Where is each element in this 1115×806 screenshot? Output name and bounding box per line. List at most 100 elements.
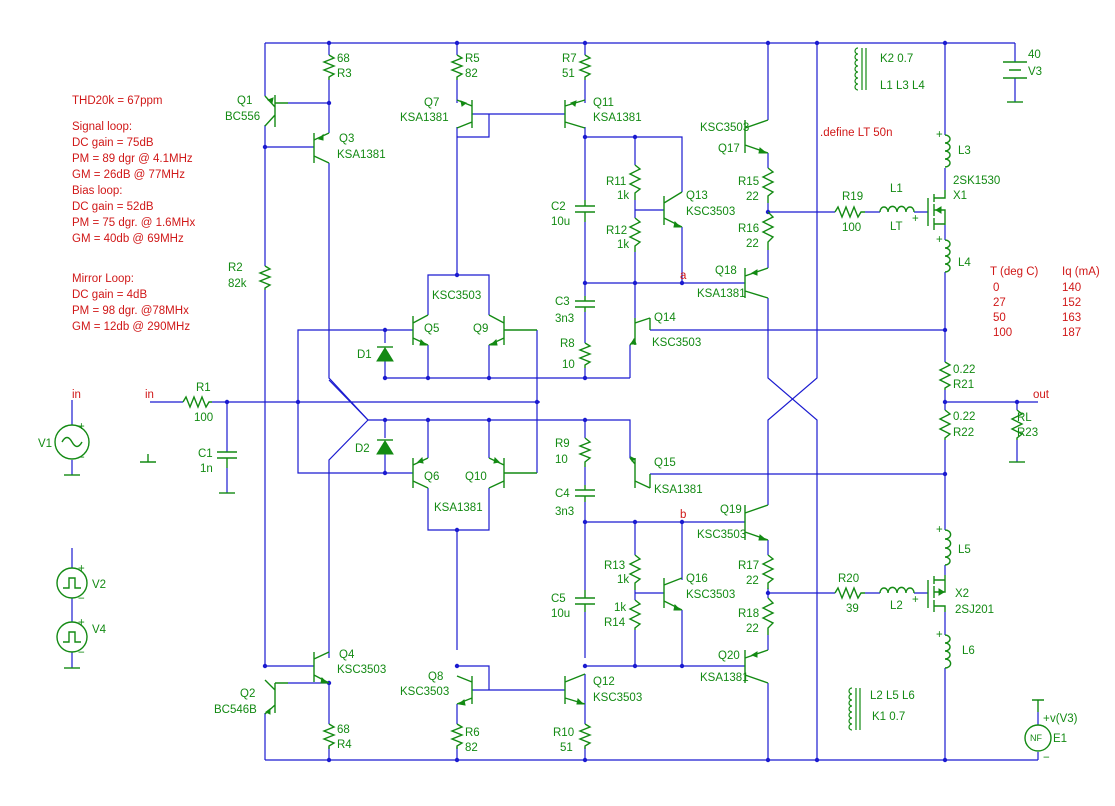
label-R8v: 10	[562, 359, 575, 371]
label-R13: R13	[604, 560, 625, 572]
label-R9: R9	[555, 438, 570, 450]
transistor-Q12	[564, 673, 586, 705]
resistor-R23	[1010, 409, 1024, 440]
net-in-label-source: in	[72, 389, 81, 401]
label-V2: V2	[92, 579, 106, 591]
polarity-marks: + − + − + − + + + + + + + −	[78, 129, 1050, 764]
inductor-L2	[879, 586, 915, 594]
resistor-R11	[628, 164, 642, 200]
label-Q7t: KSA1381	[400, 112, 449, 124]
inductor-L5	[944, 529, 952, 566]
mosfet-X1	[927, 190, 946, 230]
label-R4v: 68	[337, 724, 350, 736]
label-R19: R19	[842, 191, 863, 203]
label-R16v: 22	[746, 238, 759, 250]
transistor-Q1	[264, 95, 288, 127]
resistor-R21	[938, 361, 952, 390]
label-Q15: Q15	[654, 457, 676, 469]
transistor-Q16	[663, 577, 683, 611]
label-R6v: 82	[465, 742, 478, 754]
net-a-label: a	[680, 270, 687, 282]
svg-text:+: +	[912, 594, 919, 606]
note-bias-title: Bias loop:	[72, 185, 123, 197]
svg-text:−: −	[78, 647, 85, 659]
label-Q15t: KSA1381	[654, 484, 703, 496]
svg-text:+: +	[936, 234, 943, 246]
label-R19v: 100	[842, 222, 861, 234]
label-RL: RL	[1017, 412, 1032, 424]
label-Q12t: KSC3503	[593, 692, 642, 704]
label-R4: R4	[337, 739, 352, 751]
resistor-R7	[578, 54, 592, 80]
label-Q6t: KSA1381	[434, 502, 483, 514]
label-V3v: 40	[1028, 49, 1041, 61]
resistor-R22	[938, 409, 952, 440]
label-R12: R12	[606, 225, 627, 237]
label-R11v: 1k	[617, 190, 629, 202]
resistor-R19	[834, 205, 865, 219]
resistors	[182, 54, 1024, 749]
svg-text:−: −	[78, 593, 85, 605]
label-Q13: Q13	[686, 190, 708, 202]
label-Q3: Q3	[339, 133, 354, 145]
label-K1l: L2 L5 L6	[870, 690, 915, 702]
label-R1v: 100	[194, 412, 213, 424]
label-R21: R21	[953, 379, 974, 391]
analysis-notes: THD20k = 67ppm Signal loop: DC gain = 75…	[72, 95, 1100, 521]
label-R5v: 82	[465, 68, 478, 80]
label-X2: X2	[955, 588, 969, 600]
label-R17: R17	[738, 560, 759, 572]
label-Q16: Q16	[686, 573, 708, 585]
label-R6: R6	[465, 727, 480, 739]
label-R3v: 68	[337, 53, 350, 65]
mosfet-X2	[927, 575, 946, 612]
label-E1: E1	[1053, 733, 1067, 745]
label-L2: L2	[890, 600, 903, 612]
label-R8: R8	[560, 338, 575, 350]
label-R9v: 10	[555, 454, 568, 466]
resistor-R15	[761, 167, 775, 203]
bias-table-i3: 187	[1062, 327, 1081, 339]
inductor-L6	[944, 634, 952, 669]
label-Q11: Q11	[593, 97, 614, 109]
label-Q2: Q2	[240, 688, 255, 700]
label-Q8t: KSC3503	[400, 686, 449, 698]
resistor-R1	[182, 395, 212, 409]
label-C2v: 10u	[551, 216, 570, 228]
label-L1: L1	[890, 183, 903, 195]
source-E1	[1024, 724, 1052, 752]
label-Q20t: KSA1381	[700, 672, 749, 684]
label-D1: D1	[357, 349, 372, 361]
label-Q16t: KSC3503	[686, 589, 735, 601]
label-C4: C4	[555, 488, 570, 500]
source-V3	[1003, 61, 1027, 79]
svg-text:+: +	[1043, 713, 1050, 725]
svg-text:+: +	[912, 213, 919, 225]
transistor-Q13	[663, 191, 683, 228]
label-R20v: 39	[846, 603, 859, 615]
label-R14v: 1k	[614, 602, 626, 614]
resistor-R16	[761, 211, 775, 250]
transistors	[264, 95, 769, 715]
transistor-Q14	[629, 317, 651, 346]
label-Q19: Q19	[720, 504, 742, 516]
label-R10: R10	[553, 727, 574, 739]
svg-text:+: +	[936, 129, 943, 141]
label-R23: R23	[1017, 427, 1038, 439]
label-C5v: 10u	[551, 608, 570, 620]
diode-D1	[376, 346, 394, 362]
label-R22v: 0.22	[953, 411, 975, 423]
transistor-Q9	[488, 314, 537, 346]
label-C3v: 3n3	[555, 313, 574, 325]
label-R11: R11	[606, 176, 626, 188]
note-mirror-gm: GM = 12db @ 290MHz	[72, 321, 190, 333]
capacitors	[217, 200, 595, 612]
label-Q19t: KSC3503	[697, 529, 746, 541]
label-Q1: Q1	[237, 95, 252, 107]
bias-table-col2: Iq (mA)	[1062, 266, 1100, 278]
label-Q1t: BC556	[225, 111, 260, 123]
label-Q4t: KSC3503	[337, 664, 386, 676]
label-R16: R16	[738, 223, 759, 235]
label-V1: V1	[38, 438, 52, 450]
